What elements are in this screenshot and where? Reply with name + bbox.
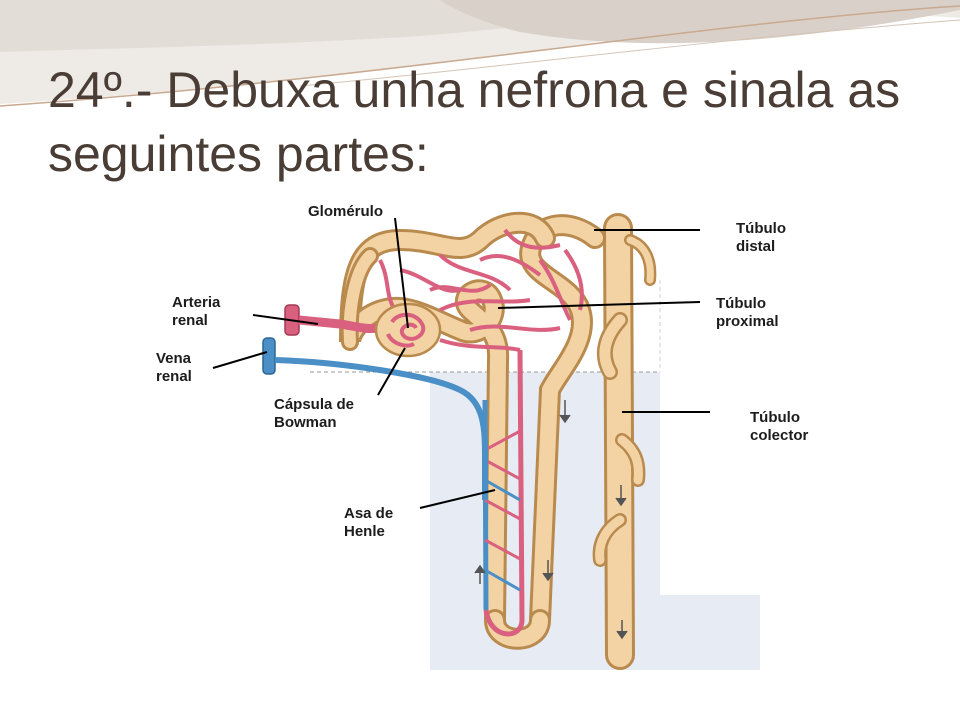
svg-text:Bowman: Bowman	[274, 414, 337, 431]
title-swoosh-decoration	[0, 0, 960, 107]
svg-text:Henle: Henle	[344, 523, 385, 540]
label-capsula-bowman: Cápsula de Bowman	[274, 396, 354, 431]
flow-arrows	[474, 400, 628, 640]
label-arteria-renal: Arteria renal	[172, 294, 221, 329]
peritubular-capillaries	[378, 228, 584, 352]
svg-text:Arteria: Arteria	[172, 294, 221, 311]
svg-text:Túbulo: Túbulo	[716, 295, 766, 312]
svg-text:colector: colector	[750, 427, 809, 444]
slide-title: 24º.- Debuxa unha nefrona e sinala as se…	[48, 62, 901, 182]
bowman-capsule	[374, 302, 442, 358]
svg-text:Asa de: Asa de	[344, 505, 393, 522]
svg-text:distal: distal	[736, 238, 775, 255]
svg-text:Túbulo: Túbulo	[750, 409, 800, 426]
svg-text:Glomérulo: Glomérulo	[308, 203, 383, 220]
medulla-shading	[430, 372, 760, 670]
leader-lines	[212, 217, 710, 509]
label-glomerulo: Glomérulo	[308, 203, 383, 220]
label-tubulo-proximal: Túbulo proximal	[716, 295, 779, 330]
label-tubulo-colector: Túbulo colector	[750, 409, 809, 444]
svg-text:proximal: proximal	[716, 313, 779, 330]
collecting-tubule	[592, 213, 657, 670]
svg-text:Vena: Vena	[156, 350, 192, 367]
label-vena-renal: Vena renal	[156, 350, 192, 385]
nephron-diagram: Glomérulo Túbulo distal Arteria renal Tú…	[140, 200, 845, 670]
svg-text:Cápsula de: Cápsula de	[274, 396, 354, 413]
svg-text:renal: renal	[156, 368, 192, 385]
svg-text:Túbulo: Túbulo	[736, 220, 786, 237]
label-asa-henle: Asa de Henle	[344, 505, 393, 540]
renal-vein	[262, 337, 488, 500]
svg-text:renal: renal	[172, 312, 208, 329]
label-tubulo-distal: Túbulo distal	[736, 220, 786, 255]
